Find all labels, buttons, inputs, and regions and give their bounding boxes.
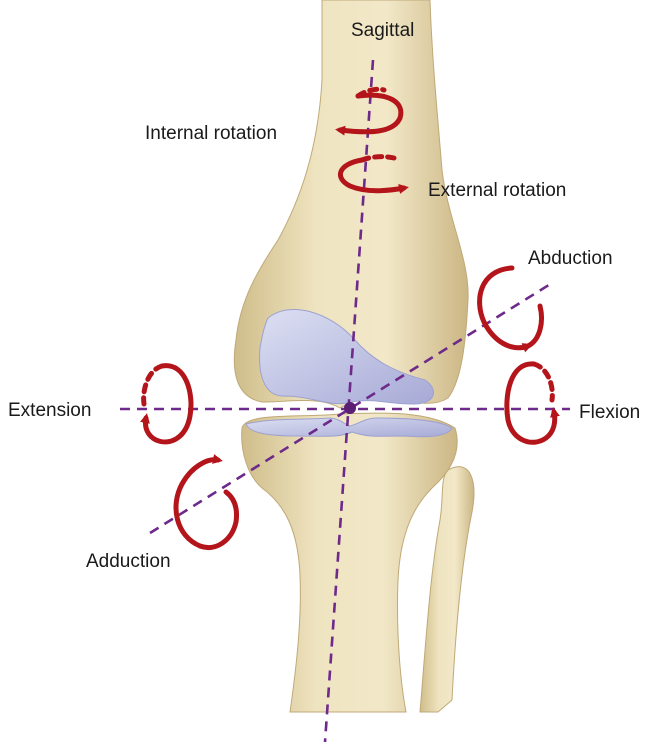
extension-arrow xyxy=(145,366,190,442)
abduction-tail xyxy=(528,306,542,346)
label-sagittal: Sagittal xyxy=(351,20,414,41)
label-extension: Extension xyxy=(8,400,91,421)
label-internal-rotation: Internal rotation xyxy=(145,123,277,144)
fibula xyxy=(420,467,474,712)
label-abduction: Abduction xyxy=(528,248,613,269)
label-flexion: Flexion xyxy=(579,402,640,423)
label-adduction: Adduction xyxy=(86,551,171,572)
knee-bones xyxy=(234,0,474,712)
abduction-arrow xyxy=(480,268,528,348)
adduction-tail xyxy=(200,492,237,548)
axis-origin-dot xyxy=(344,402,356,414)
extension-dash xyxy=(144,366,162,404)
label-external-rotation: External rotation xyxy=(428,180,566,201)
flexion-dash xyxy=(534,364,552,400)
